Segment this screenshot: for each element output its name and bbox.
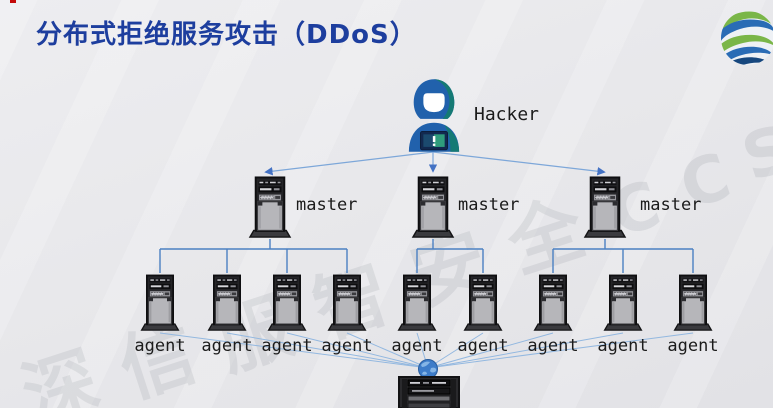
tower-server-icon bbox=[206, 274, 248, 332]
master-node bbox=[410, 176, 456, 243]
tower-server-icon bbox=[326, 274, 368, 332]
page-title: 分布式拒绝服务攻击（DDoS） bbox=[36, 20, 417, 50]
globe-swirl-logo-icon bbox=[718, 8, 773, 68]
victim-node bbox=[396, 358, 464, 408]
agent-node bbox=[396, 274, 438, 336]
master-label: master bbox=[458, 195, 520, 215]
tower-server-icon bbox=[582, 176, 628, 239]
watermark-char: S bbox=[733, 111, 773, 197]
hacker-label: Hacker bbox=[474, 104, 540, 125]
master-label: master bbox=[640, 195, 702, 215]
agent-label: agent bbox=[597, 336, 649, 356]
watermark-char: 深 bbox=[12, 336, 110, 408]
tower-server-icon bbox=[139, 274, 181, 332]
rack-server-globe-icon bbox=[398, 359, 460, 408]
master-node bbox=[582, 176, 628, 243]
agent-node bbox=[672, 274, 714, 336]
master-to-agent-links bbox=[159, 239, 694, 273]
hacker-icon bbox=[408, 79, 460, 152]
red-mark bbox=[10, 0, 16, 3]
tower-server-icon bbox=[247, 176, 293, 239]
agent-node bbox=[532, 274, 574, 336]
agent-node bbox=[602, 274, 644, 336]
tower-server-icon bbox=[410, 176, 456, 239]
agent-label: agent bbox=[321, 336, 373, 356]
agent-label: agent bbox=[457, 336, 509, 356]
tower-server-icon bbox=[396, 274, 438, 332]
master-label: master bbox=[296, 195, 358, 215]
agent-label: agent bbox=[201, 336, 253, 356]
tower-server-icon bbox=[462, 274, 504, 332]
agent-node bbox=[326, 274, 368, 336]
agent-label: agent bbox=[261, 336, 313, 356]
agent-label: agent bbox=[391, 336, 443, 356]
agent-label: agent bbox=[134, 336, 186, 356]
agent-node bbox=[206, 274, 248, 336]
hacker-node bbox=[405, 76, 463, 158]
tower-server-icon bbox=[602, 274, 644, 332]
agent-node bbox=[139, 274, 181, 336]
agent-node bbox=[266, 274, 308, 336]
agent-node bbox=[462, 274, 504, 336]
agent-label: agent bbox=[667, 336, 719, 356]
tower-server-icon bbox=[266, 274, 308, 332]
master-node bbox=[247, 176, 293, 243]
agent-label: agent bbox=[527, 336, 579, 356]
tower-server-icon bbox=[532, 274, 574, 332]
tower-server-icon bbox=[672, 274, 714, 332]
